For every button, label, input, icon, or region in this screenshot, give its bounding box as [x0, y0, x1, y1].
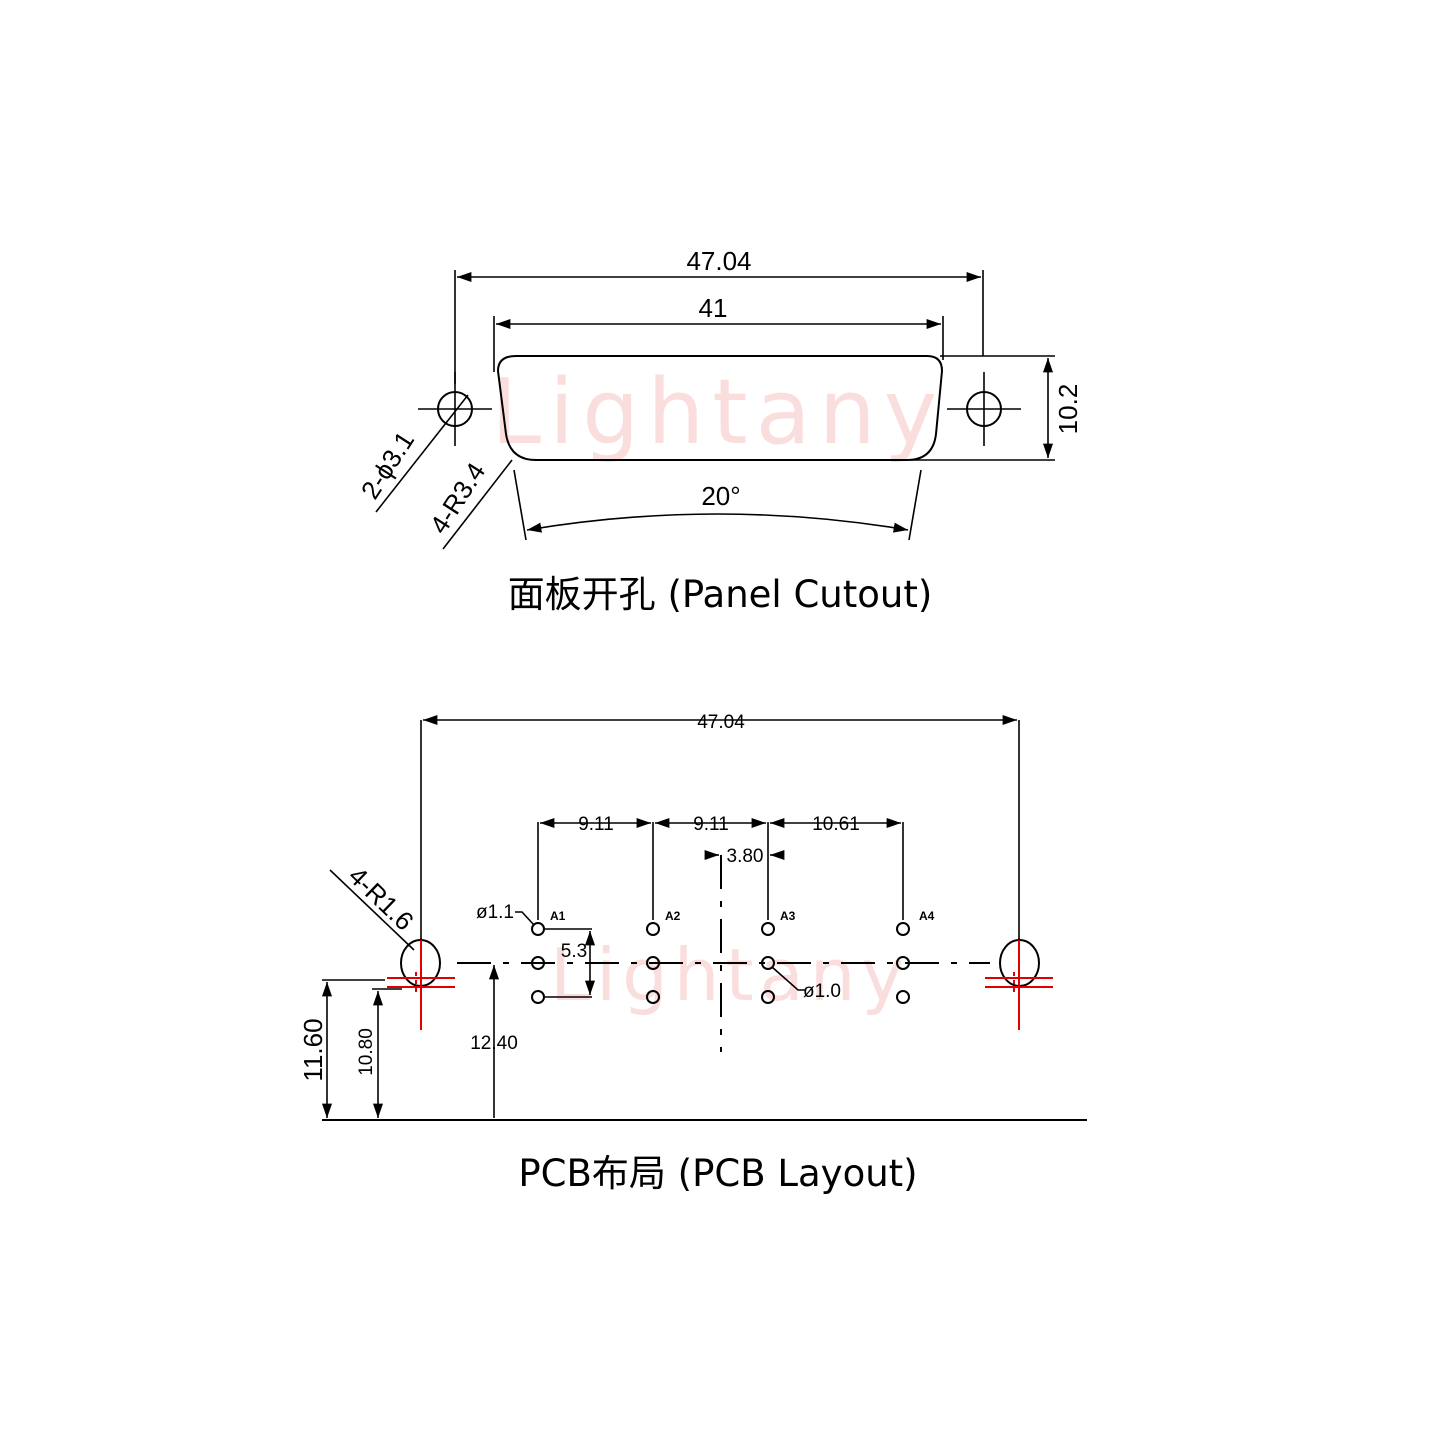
- panel-dim-angle-arc: [526, 513, 909, 533]
- panel-dim-hole: 2-ϕ3.1: [355, 426, 420, 504]
- pcb-pin-column-a2: [646, 922, 660, 1004]
- pcb-dim-h1: 11.60: [298, 1018, 328, 1081]
- pin-label-a1: A1: [550, 909, 566, 923]
- pin-label-a4: A4: [919, 909, 935, 923]
- pcb-mounting-slot-left: [387, 938, 455, 1030]
- panel-watermark: Lightany: [491, 360, 945, 465]
- pcb-pitch-2: 9.11: [693, 814, 729, 835]
- pcb-dim-h3: 12.40: [470, 1033, 518, 1054]
- panel-mounting-hole-left: [418, 372, 492, 446]
- pcb-dim-pin-hole-large: ø1.1: [476, 902, 514, 923]
- pin-label-a3: A3: [780, 909, 796, 923]
- pcb-pitch-3: 10.61: [812, 814, 860, 835]
- panel-dim-angle: 20°: [701, 481, 740, 511]
- pcb-pitch-1: 9.11: [578, 814, 614, 835]
- panel-dim-opening: 41: [699, 293, 728, 323]
- panel-dim-height: 10.2: [1053, 384, 1083, 435]
- panel-cutout-outline: [496, 355, 944, 461]
- pcb-watermark: Lightany: [550, 933, 910, 1017]
- pcb-dim-overall: 47.04: [697, 712, 745, 733]
- pcb-dim-mount-radius: 4-R1.6: [343, 861, 420, 937]
- pcb-dim-offset: 3.80: [727, 846, 764, 867]
- pcb-pin-column-a1: [531, 922, 545, 1004]
- pcb-pin-column-a4: [896, 922, 910, 1004]
- pcb-dim-row: 5.3: [561, 941, 587, 962]
- panel-caption: 面板开孔 (Panel Cutout): [508, 573, 933, 616]
- panel-dim-overall: 47.04: [686, 246, 751, 276]
- pcb-dim-pin-hole-small: ø1.0: [803, 981, 841, 1002]
- pin-label-a2: A2: [665, 909, 681, 923]
- pcb-mounting-slot-right: [985, 938, 1053, 1030]
- panel-dim-radius: 4-R3.4: [424, 457, 492, 539]
- panel-cutout-view: Lightany 47.04 41 10.2: [355, 246, 1083, 616]
- pcb-layout-view: Lightany 47.04: [298, 712, 1087, 1195]
- pcb-caption: PCB布局 (PCB Layout): [518, 1152, 917, 1195]
- pcb-dim-h2: 10.80: [356, 1028, 377, 1076]
- pcb-pin-column-a3: [761, 922, 775, 1004]
- panel-mounting-hole-right: [947, 372, 1021, 446]
